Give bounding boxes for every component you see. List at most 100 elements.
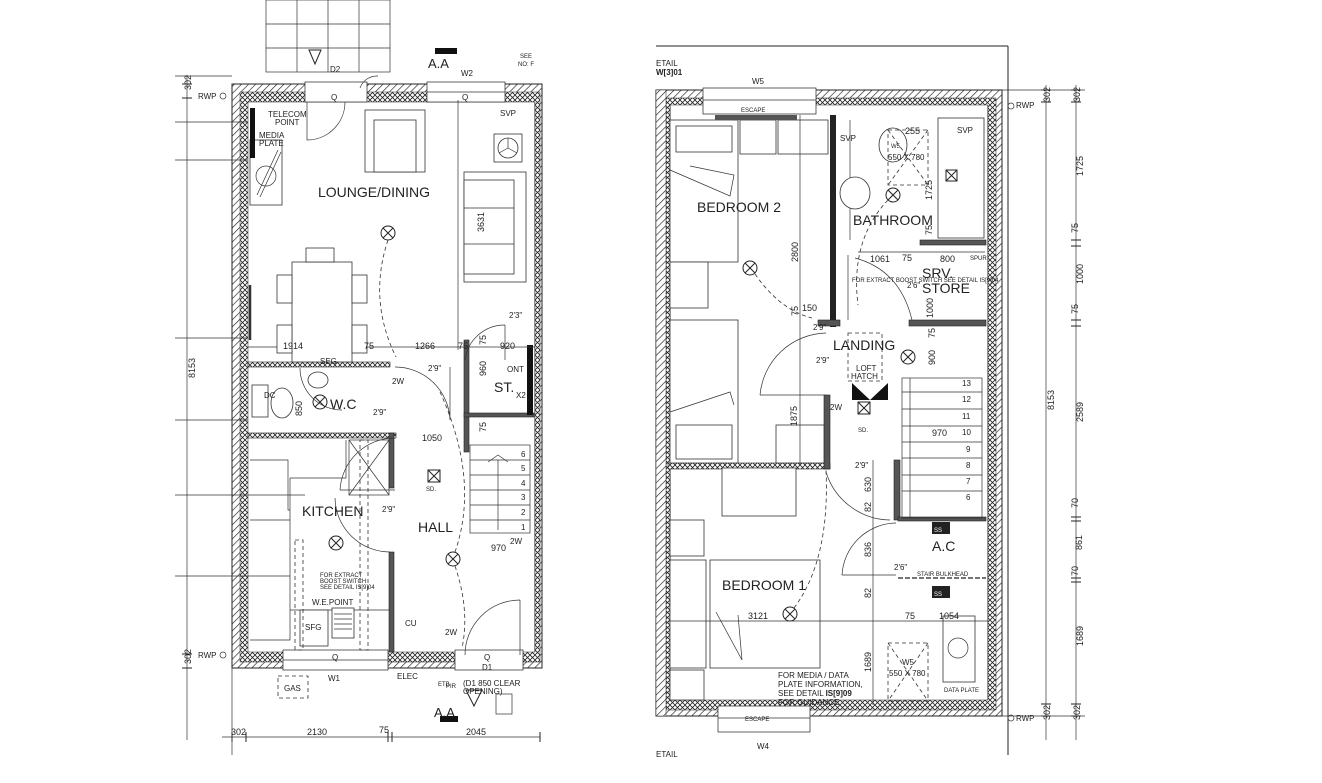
rooflight-label: 550 X 780: [889, 669, 926, 678]
toilet: [251, 384, 269, 418]
telecom-point-label: POINT: [275, 118, 300, 127]
room-label-kitchen: KITCHEN: [302, 503, 363, 519]
rooflight-label: W5: [891, 144, 901, 150]
door-store-swing: [464, 324, 506, 361]
sd-label: SD.: [426, 487, 436, 493]
dimension: 960: [478, 361, 488, 376]
dimension: 1061: [870, 254, 890, 264]
escape-label: ESCAPE: [745, 717, 769, 723]
sfg-label: SFG: [305, 623, 321, 632]
stair-step-number: 4: [521, 479, 526, 488]
internal-wall: [388, 551, 395, 653]
dimension: 302: [231, 727, 246, 737]
dimension-line-left: [175, 75, 305, 740]
ont-label: ONT: [507, 365, 524, 374]
dimension: 970: [932, 428, 947, 438]
dimension: 75: [902, 253, 912, 263]
dimension: 2589: [1075, 402, 1085, 422]
window-label: W4: [757, 742, 770, 751]
dimension: 630: [863, 477, 873, 492]
rooflight-ws: [887, 129, 929, 186]
ground-floor-plan: D2 A.A W2 SEE NO: F Q Q Q Q: [175, 0, 543, 755]
loft-hatch: [847, 332, 883, 382]
rooflight-label: W5: [902, 658, 915, 667]
warning-icon: [465, 689, 483, 708]
room-label-bedroom-2: BEDROOM 2: [697, 199, 781, 215]
dimension: 861: [1074, 535, 1084, 550]
dimension: 8153: [187, 358, 197, 378]
dimension: 1000: [1075, 264, 1085, 284]
dimension: 970: [491, 543, 506, 553]
smoke-sensor-icon: [932, 522, 950, 534]
staircase: [469, 444, 531, 534]
rooflight-label: 550 X 780: [888, 153, 925, 162]
stair-step-number: 5: [521, 464, 526, 473]
window-q: Q: [332, 653, 338, 662]
dimension: 1725: [924, 180, 934, 200]
ceiling-light-icon: [885, 187, 901, 203]
note-text: NO: F: [518, 62, 534, 68]
window-w4: [717, 705, 811, 733]
dimension: 1725: [1075, 156, 1085, 176]
cu-label: CU: [405, 619, 417, 628]
x2-label: X2: [516, 391, 526, 400]
stair-step-number: 6: [521, 450, 526, 459]
paving-grid: [265, 0, 391, 73]
dimension: 8153: [1046, 390, 1056, 410]
dimension: 836: [863, 542, 873, 557]
door-label: 2W: [445, 628, 457, 637]
door-label: 2W: [830, 403, 842, 412]
room-label-hall: HALL: [418, 519, 453, 535]
ceiling-light-icon: [328, 535, 344, 551]
internal-wall: [830, 115, 836, 327]
internal-wall: [463, 412, 535, 418]
dimension: 920: [500, 341, 515, 351]
loft-hatch-label: HATCH: [851, 372, 878, 381]
room-label-bedroom-1: BEDROOM 1: [722, 577, 806, 593]
door-label: 2'3": [509, 311, 522, 320]
note-text: SEE: [520, 54, 532, 60]
internal-wall: [463, 339, 470, 453]
room-label-wc: W.C: [330, 396, 356, 412]
smoke-sensor-icon: [932, 586, 950, 598]
first-floor-plan: ETAIL W[3]01 ETAIL W5 ESCAPE ESCAPE W4: [655, 45, 1085, 759]
window-label: W5: [752, 77, 765, 86]
svp-label: SVP: [957, 126, 973, 135]
telecom-point-label: TELECOM: [268, 110, 307, 119]
internal-wall: [247, 432, 397, 439]
door-label: 2'6": [894, 563, 907, 572]
section-label: A.A: [434, 705, 455, 720]
stair-step-number: 3: [521, 493, 526, 502]
ceiling-light-icon: [742, 260, 758, 276]
dimension: 70: [1070, 566, 1080, 576]
bed-bedroom-1: [709, 559, 821, 669]
elec-label: ELEC: [397, 672, 418, 681]
stair-step-number: 6: [966, 493, 971, 502]
dimension: 1689: [863, 652, 873, 672]
internal-wall: [527, 345, 533, 415]
dimension: 1050: [422, 433, 442, 443]
dimension: 1054: [939, 611, 959, 621]
dimension: 150: [802, 303, 817, 313]
dimension: 302: [1042, 705, 1052, 720]
wardrobe: [739, 119, 777, 155]
sd-label: SD.: [858, 428, 868, 434]
dimension: 1000: [925, 298, 935, 318]
room-label-service-store: SRV.: [922, 265, 953, 281]
door-label: D2: [330, 65, 341, 74]
gas-meter-box: [277, 675, 309, 699]
detail-ref: W[3]01: [656, 68, 683, 77]
dimension: 82: [863, 502, 873, 512]
dimension: 75: [905, 611, 915, 621]
media-note: FOR MEDIA / DATA: [778, 671, 849, 680]
dimension: 75: [478, 422, 488, 432]
internal-wall: [919, 239, 987, 246]
rwp-label: RWP: [198, 651, 217, 660]
smoke-detector-icon: [857, 401, 871, 415]
room-label-store: ST.: [494, 379, 514, 395]
dimension: 302: [183, 75, 193, 90]
door-ac-swing: [841, 522, 897, 576]
stair-step-number: 2: [521, 508, 526, 517]
loft-hatch-label: LOFT: [856, 364, 877, 373]
ceiling-light-icon: [900, 349, 916, 365]
